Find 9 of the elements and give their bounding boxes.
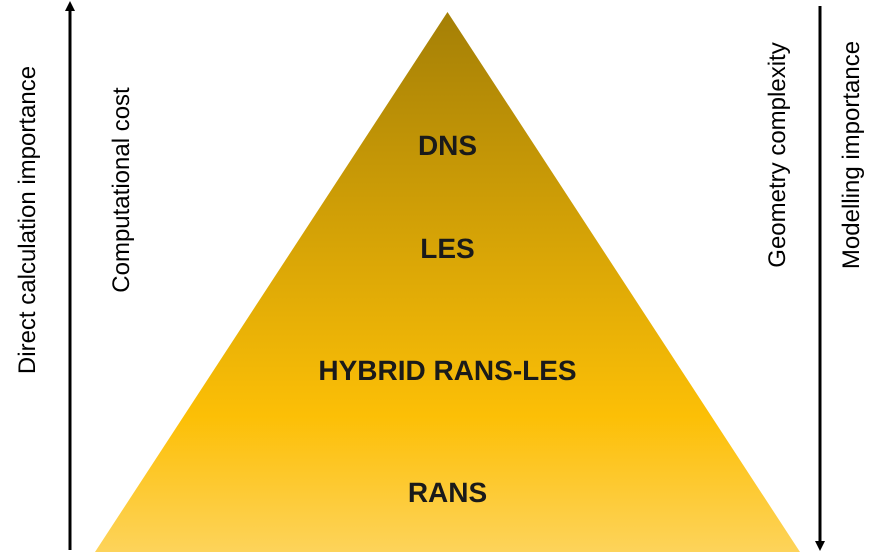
axis-label: Modelling importance bbox=[838, 40, 866, 270]
level-label: HYBRID RANS-LES bbox=[318, 355, 577, 386]
axis-label: Computational cost bbox=[108, 87, 136, 293]
level-label: DNS bbox=[418, 130, 478, 161]
level-label: LES bbox=[420, 233, 475, 264]
pyramid bbox=[95, 12, 800, 552]
axis-label: Direct calculation importance bbox=[14, 66, 42, 374]
level-label: RANS bbox=[408, 477, 488, 508]
axis-label: Geometry complexity bbox=[764, 42, 792, 268]
